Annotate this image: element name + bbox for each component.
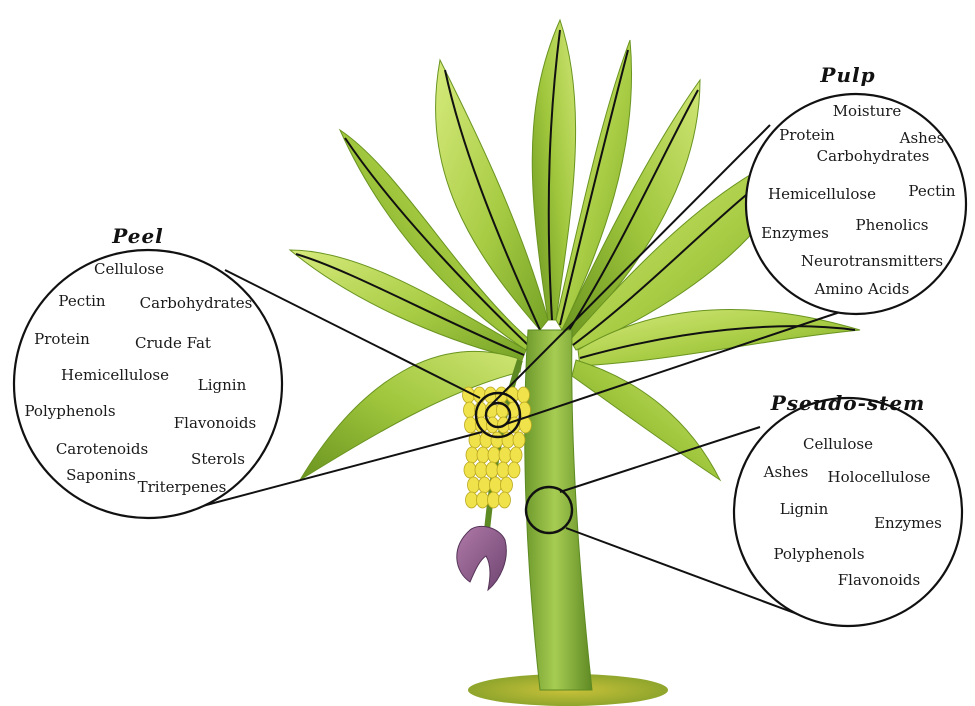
pulp-heading: Pulp: [819, 63, 875, 87]
peel-compound-label: Flavonoids: [174, 414, 256, 432]
peel-compound-label: Crude Fat: [135, 334, 211, 352]
peel-compound-label: Triterpenes: [138, 478, 227, 496]
banana-fruit: [488, 492, 500, 508]
pseudo-stem-compound-label: Ashes: [763, 463, 809, 481]
banana-fruit: [464, 402, 476, 418]
banana-fruit: [479, 477, 491, 493]
banana-fruit: [497, 462, 509, 478]
pulp-compound-label: Ashes: [899, 129, 945, 147]
banana-fruit: [464, 462, 476, 478]
banana-fruit: [499, 492, 511, 508]
pseudo-stem-trunk: [525, 330, 592, 690]
banana-fruit: [490, 477, 502, 493]
banana-fruit: [518, 387, 530, 403]
peel-compound-label: Cellulose: [94, 260, 164, 278]
pulp-compound-label: Hemicellulose: [768, 185, 876, 203]
peel-compound-label: Sterols: [191, 450, 245, 468]
peel-heading: Peel: [111, 224, 164, 248]
pseudo-stem-compound-label: Holocellulose: [828, 468, 931, 486]
peel-compound-label: Hemicellulose: [61, 366, 169, 384]
banana-fruit: [491, 432, 503, 448]
banana-fruit: [501, 477, 513, 493]
banana-fruit: [486, 462, 498, 478]
peel-compound-label: Polyphenols: [24, 402, 115, 420]
pulp-compound-label: Amino Acids: [814, 280, 910, 298]
peel-compound-label: Protein: [34, 330, 90, 348]
pseudo-stem-callout-circle: [734, 398, 962, 626]
pulp-compound-label: Moisture: [833, 102, 902, 120]
pseudo-stem-compound-label: Lignin: [780, 500, 829, 518]
banana-fruit: [499, 447, 511, 463]
pulp-compound-label: Enzymes: [761, 224, 829, 242]
peel-compound-label: Carbohydrates: [140, 294, 253, 312]
pulp-compound-label: Protein: [779, 126, 835, 144]
banana-flower: [457, 526, 507, 590]
peel-compound-label: Carotenoids: [56, 440, 148, 458]
pulp-compound-label: Carbohydrates: [817, 147, 930, 165]
pseudo-stem-heading: Pseudo-stem: [770, 391, 926, 415]
pulp-compound-label: Phenolics: [855, 216, 928, 234]
pseudo-stem-compound-label: Polyphenols: [773, 545, 864, 563]
banana-fruit: [513, 432, 525, 448]
banana-fruit: [466, 492, 478, 508]
banana-fruit: [488, 447, 500, 463]
pseudo-stem-compound-label: Enzymes: [874, 514, 942, 532]
peel-compound-label: Lignin: [198, 376, 247, 394]
pseudo-stem-compound-label: Flavonoids: [838, 571, 920, 589]
banana-fruit: [466, 447, 478, 463]
banana-fruit: [475, 462, 487, 478]
banana-fruit: [477, 492, 489, 508]
pulp-compound-label: Pectin: [908, 182, 956, 200]
banana-fruit: [508, 462, 520, 478]
banana-fruit: [465, 417, 477, 433]
peel-compound-label: Pectin: [58, 292, 106, 310]
pulp-compound-label: Neurotransmitters: [801, 252, 943, 270]
banana-fruit: [468, 477, 480, 493]
pseudo-stem-compound-label: Cellulose: [803, 435, 873, 453]
banana-fruit: [477, 447, 489, 463]
banana-fruit: [510, 447, 522, 463]
banana-bunch: [463, 387, 532, 508]
peel-compound-label: Saponins: [66, 466, 136, 484]
